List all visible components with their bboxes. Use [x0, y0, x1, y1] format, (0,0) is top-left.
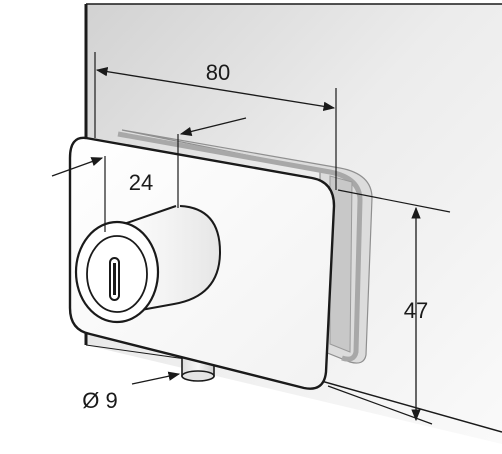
lock-cylinder [74, 204, 222, 324]
dimension-47: 47 [327, 189, 451, 425]
dimension-80-label: 80 [206, 60, 230, 85]
dimension-24: 24 [51, 117, 247, 232]
dimension-47-label: 47 [404, 298, 428, 323]
dimension-24-label: 24 [129, 170, 153, 195]
dimension-diameter-9: Ø 9 [82, 371, 181, 413]
dimension-80: 80 [94, 52, 337, 190]
dimension-diameter-label: Ø 9 [82, 388, 117, 413]
